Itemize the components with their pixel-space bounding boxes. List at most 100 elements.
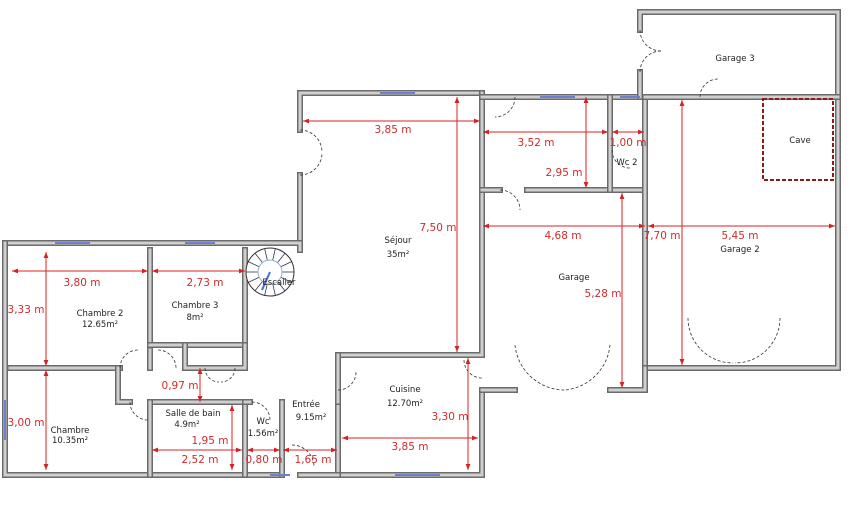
dimension: 1,65 m (283, 447, 337, 466)
room-sejour-name: Séjour (384, 235, 412, 246)
wall-fill (148, 248, 247, 347)
dimension: 4,68 m (483, 223, 645, 242)
door-swing (299, 152, 323, 176)
dimension-label: 5,45 m (722, 230, 759, 242)
staircase (245, 247, 295, 297)
room-chambre-name: Chambre (51, 426, 90, 436)
dimension: 0,80 m (246, 447, 283, 466)
door-swing (119, 349, 139, 369)
cave-outline (762, 98, 834, 181)
dimension: 3,85 m (303, 118, 480, 136)
door-swing (220, 367, 236, 383)
stair-step (264, 283, 268, 296)
wall-fill (116, 366, 132, 404)
door-swing (699, 78, 719, 98)
dimension-label: 0,80 m (246, 454, 283, 466)
room-sdb-area: 4.9m² (174, 420, 199, 430)
wall-fill (336, 91, 484, 477)
dimension: 2,95 m (546, 97, 589, 188)
wall-fill (3, 241, 302, 252)
stair-step (254, 252, 263, 263)
door-swing (251, 401, 271, 421)
dimension: 5,28 m (585, 193, 625, 388)
wall-fill (608, 366, 647, 392)
dimension: 3,80 m (12, 268, 148, 289)
room-garage-name: Garage (558, 273, 589, 283)
door-swing (463, 359, 483, 379)
room-wc-name: Wc (256, 417, 269, 427)
dimension: 3,00 m (8, 370, 49, 470)
door-swing (564, 344, 611, 391)
stair-step (254, 281, 263, 292)
stair-step (280, 276, 292, 283)
door-swing (157, 349, 177, 369)
room-entree-area: 9.15m² (296, 413, 327, 423)
room-cuisine-name: Cuisine (389, 385, 420, 395)
dimension: 3,52 m (483, 129, 608, 149)
dimension-label: 2,73 m (187, 277, 224, 289)
dimension: 0,97 m (162, 368, 203, 402)
dimension-label: 0,97 m (162, 380, 199, 392)
stair-step (264, 248, 268, 261)
dimension-label: 3,85 m (375, 124, 412, 136)
door-swing (611, 149, 631, 169)
dimension-label: 2,52 m (182, 454, 219, 466)
room-chambre3-name: Chambre 3 (172, 301, 219, 311)
room-wc-area: 1.56m² (248, 429, 279, 439)
wall-segment (637, 9, 841, 371)
dimension-label: 3,00 m (8, 417, 45, 429)
room-garage2-name: Garage 2 (720, 245, 759, 255)
door-swing (129, 401, 149, 421)
room-entree-name: Entrée (292, 399, 320, 410)
wall-segment (147, 247, 248, 348)
room-chambre2-name: Chambre 2 (77, 309, 124, 319)
stair-step (277, 252, 286, 263)
dimension: 3,30 m (432, 358, 471, 470)
door-swing (639, 29, 662, 52)
dimension: 3,85 m (342, 435, 478, 453)
wall-fill (638, 10, 840, 370)
room-chambre3-area: 8m² (186, 313, 203, 323)
dimension-label: 3,33 m (8, 304, 45, 316)
dimension: 1,00 m (610, 129, 647, 149)
room-sdb-name: Salle de bain (166, 409, 221, 419)
room-garage3-name: Garage 3 (715, 54, 754, 64)
wall-segment (2, 240, 285, 478)
wall-segment (182, 342, 248, 371)
room-cuisine-area: 12.70m² (387, 399, 423, 409)
door-swing (499, 189, 521, 211)
dimension-label: 4,68 m (545, 230, 582, 242)
stair-step (272, 248, 276, 261)
door-swing (204, 367, 220, 383)
dimension: 3,33 m (8, 252, 49, 366)
dimension: 7,70 m (644, 100, 685, 365)
room-escalier-name: Escalier (262, 278, 296, 288)
dimension-lines: 3,80 m 3,33 m 2,73 m 3,00 m 0,97 m 1,95 m 2,52… (8, 97, 835, 470)
wall-fill (183, 343, 247, 370)
dimension-label: 1,65 m (295, 454, 332, 466)
wall-fill (3, 241, 284, 477)
dimension-label: 1,00 m (610, 137, 647, 149)
door-swing (687, 317, 734, 364)
room-wc2-name: Wc 2 (616, 158, 637, 168)
dimension-label: 7,50 m (420, 222, 457, 234)
dimension-label: 7,70 m (644, 230, 681, 242)
dimension: 1,95 m (192, 405, 235, 470)
stair-step (248, 276, 260, 283)
wall-segment (115, 365, 133, 405)
room-sejour-area: 35m² (387, 250, 410, 260)
wall-fill (298, 91, 484, 132)
dimension-label: 1,95 m (192, 435, 229, 447)
stair-step (272, 283, 276, 296)
dimension-label: 3,85 m (392, 441, 429, 453)
dimension: 2,73 m (152, 268, 245, 289)
stair-step (280, 261, 292, 268)
door-swing (734, 317, 781, 364)
room-cave-name: Cave (789, 136, 810, 146)
dimension-label: 3,52 m (518, 137, 555, 149)
dimension: 7,50 m (420, 97, 460, 352)
dimension-label: 3,30 m (432, 411, 469, 423)
dimension-label: 3,80 m (64, 277, 101, 289)
stair-step (277, 281, 286, 292)
room-chambre-area: 10.35m² (52, 436, 88, 446)
